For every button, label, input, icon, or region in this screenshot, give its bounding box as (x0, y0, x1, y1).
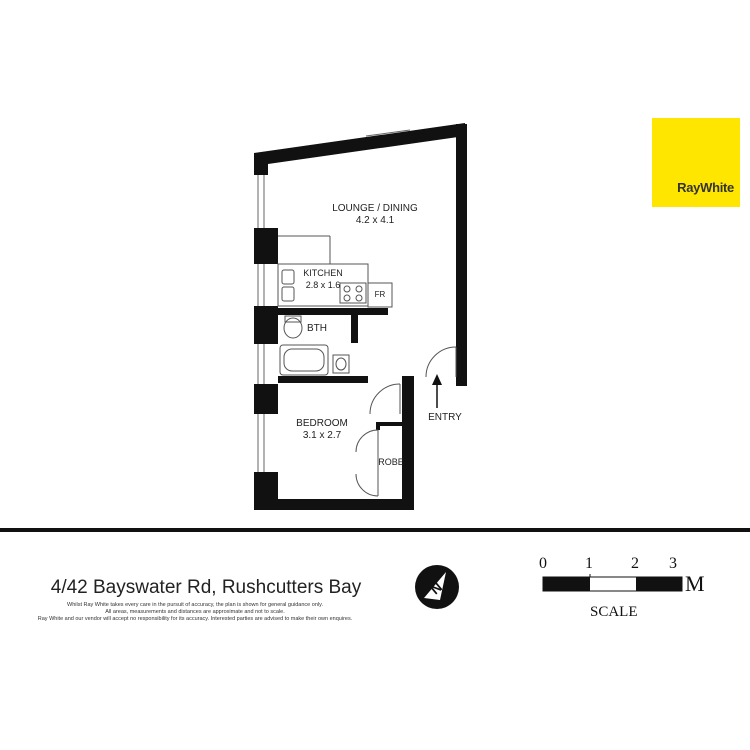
floor-plan (254, 123, 467, 510)
left-wall-bedroom (254, 384, 278, 414)
bath-bedroom-wall (278, 376, 368, 383)
kitchen-counter (277, 235, 393, 308)
raywhite-logo-text: RayWhite (677, 180, 734, 195)
bottom-wall (254, 499, 414, 510)
robe-left-wall (376, 422, 380, 430)
left-wall-bath (254, 306, 278, 344)
scale-tick-3: 3 (669, 555, 677, 572)
kitchen-bath-wall (278, 308, 388, 315)
scale-tick-0: 0 (539, 555, 547, 572)
scale-tick-2: 2 (631, 555, 639, 572)
bedroom-size: 3.1 x 2.7 (302, 430, 342, 441)
scale-segment-3 (636, 577, 682, 591)
footer-divider (0, 528, 750, 532)
robe-label: ROBE (378, 457, 404, 467)
kitchen-name: KITCHEN (303, 268, 343, 278)
disclaimer: Whilst Ray White takes every care in the… (0, 602, 390, 623)
bedroom-name: BEDROOM (296, 418, 348, 429)
walls (254, 123, 467, 510)
scale-label: SCALE (590, 604, 638, 620)
bathroom-fixtures (279, 315, 350, 376)
windows (257, 129, 411, 472)
bedroom-right-wall (402, 376, 414, 510)
lounge-size: 4.2 x 4.1 (355, 215, 395, 226)
kitchen-size: 2.8 x 1.6 (305, 280, 341, 290)
bath-right-wall (351, 315, 358, 343)
doors (355, 346, 457, 497)
property-address: 4/42 Bayswater Rd, Rushcutters Bay (50, 577, 362, 598)
lounge-label: LOUNGE / DINING 4.2 x 4.1 (320, 203, 430, 227)
bedroom-label: BEDROOM 3.1 x 2.7 (290, 418, 354, 442)
right-wall (456, 124, 467, 386)
entry-arrow-icon (432, 374, 442, 408)
scale-unit: M (685, 571, 705, 596)
raywhite-logo: RayWhite (652, 118, 740, 207)
disclaimer-line-2: All areas, measurements and distances ar… (105, 609, 285, 615)
kitchen-label: KITCHEN 2.8 x 1.6 (298, 267, 348, 291)
scale-segment-1 (543, 577, 590, 591)
bath-label: BTH (307, 323, 327, 334)
disclaimer-line-1: Whilst Ray White takes every care in the… (67, 602, 323, 608)
fridge-label: FR (374, 290, 386, 299)
entry-label: ENTRY (428, 412, 462, 423)
scale-tick-1: 1 (585, 555, 593, 572)
disclaimer-line-3: Ray White and our vendor will accept no … (37, 616, 353, 622)
left-wall-kitchen (254, 228, 278, 264)
top-wall (254, 123, 465, 175)
left-wall-upper (254, 153, 268, 175)
robe-top-wall (376, 422, 406, 426)
lounge-name: LOUNGE / DINING (332, 203, 418, 214)
north-arrow-icon: N (415, 565, 459, 609)
